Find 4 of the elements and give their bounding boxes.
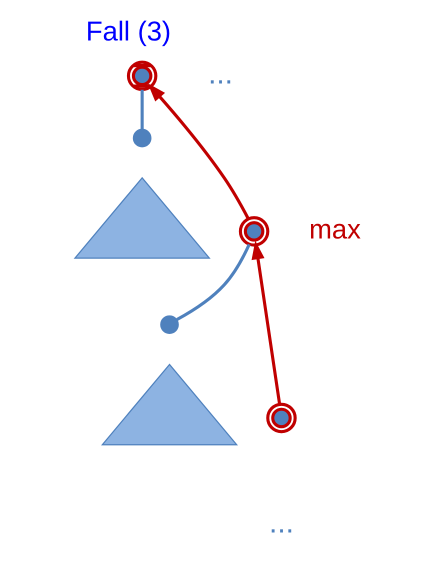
label: ...: [269, 506, 294, 540]
label: ...: [208, 58, 233, 91]
label: max: [309, 213, 361, 244]
diagram-title: Fall (3): [86, 16, 172, 47]
